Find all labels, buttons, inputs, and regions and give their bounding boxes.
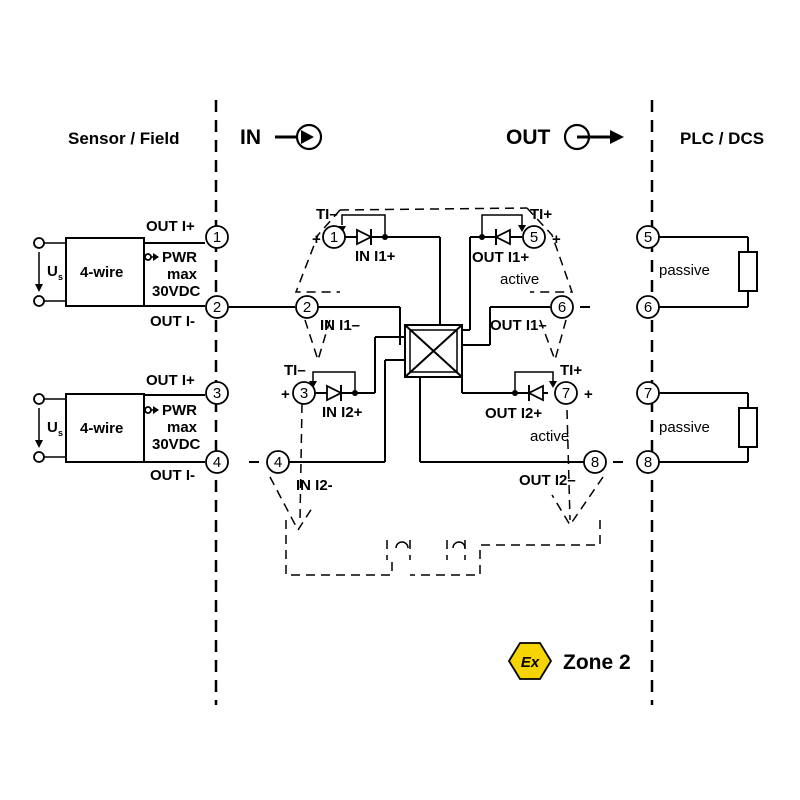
terminal-module-2: 2	[295, 295, 319, 319]
terminal-field-4: 4	[205, 450, 229, 474]
max-label-1: max	[167, 266, 198, 283]
header-plc-dcs: PLC / DCS	[680, 129, 764, 148]
in-i1-minus-label: IN I1–	[320, 317, 360, 334]
terminal-module-1: 1	[322, 225, 346, 249]
plus-label-5: +	[552, 231, 561, 248]
passive-label-1: passive	[659, 262, 710, 279]
terminal-field-3: 3	[205, 381, 229, 405]
ti-minus-label-2: TI–	[284, 362, 306, 379]
zone-label: Zone 2	[563, 651, 631, 674]
output-arrow-icon	[563, 123, 624, 151]
plc-load-1: passive	[659, 236, 758, 308]
header-out: OUT	[506, 126, 551, 149]
terminal-module-7: 7	[554, 381, 578, 405]
terminal-module-8: 8	[583, 450, 607, 474]
terminal-module-3: 3	[292, 381, 316, 405]
header-in: IN	[240, 126, 261, 149]
sensor-1-label: 4-wire	[80, 264, 123, 281]
plus-label-3: +	[281, 386, 290, 403]
active-label-1: active	[500, 271, 539, 288]
out-i-minus-label-2: OUT I-	[150, 467, 195, 484]
plc-load-2: passive	[659, 392, 758, 463]
diode-in-2	[309, 371, 358, 402]
field-sensor-1: 4-wire U s OUT I+ PWR max 30VDC OUT I-	[33, 218, 205, 330]
in-i2-minus-label: IN I2-	[296, 477, 333, 494]
out-i-plus-label-1: OUT I+	[146, 218, 195, 235]
svg-text:1: 1	[213, 229, 221, 246]
isolator-block	[404, 324, 463, 378]
sensor-2-label: 4-wire	[80, 420, 123, 437]
diode-out-2	[512, 371, 557, 402]
supply-subscript-2: s	[58, 428, 63, 438]
active-label-2: active	[530, 428, 569, 445]
terminal-plc-5: 5	[636, 225, 660, 249]
svg-text:4: 4	[213, 454, 221, 471]
svg-text:7: 7	[562, 385, 570, 402]
supply-symbol-2: U	[47, 419, 58, 436]
svg-text:5: 5	[644, 229, 652, 246]
out-i1-plus-label: OUT I1+	[472, 249, 529, 266]
ex-zone-icon: Ex	[507, 642, 553, 680]
supply-subscript-1: s	[58, 272, 63, 282]
terminal-module-6: 6	[550, 295, 574, 319]
module-housing-dashed	[269, 207, 604, 576]
voltage-label-2: 30VDC	[152, 436, 201, 453]
ti-plus-label-2: TI+	[560, 362, 582, 379]
diode-out-1	[479, 214, 526, 246]
svg-text:2: 2	[303, 299, 311, 316]
ex-symbol: Ex	[521, 654, 540, 671]
plus-label-1: +	[312, 231, 321, 248]
field-sensor-2: 4-wire U s OUT I+ PWR max 30VDC OUT I-	[33, 372, 205, 484]
svg-text:3: 3	[300, 385, 308, 402]
svg-text:6: 6	[558, 299, 566, 316]
terminal-plc-7: 7	[636, 381, 660, 405]
passive-label-2: passive	[659, 419, 710, 436]
voltage-label-1: 30VDC	[152, 283, 201, 300]
svg-text:7: 7	[644, 385, 652, 402]
in-i1-plus-label: IN I1+	[355, 248, 396, 265]
supply-symbol-1: U	[47, 263, 58, 280]
out-i1-minus-label: OUT I1–	[490, 317, 547, 334]
svg-text:2: 2	[213, 299, 221, 316]
pwr-label-1: PWR	[162, 249, 197, 266]
plus-label-7: +	[584, 386, 593, 403]
terminal-field-2: 2	[205, 295, 229, 319]
header-sensor-field: Sensor / Field	[68, 129, 179, 148]
svg-text:5: 5	[530, 229, 538, 246]
svg-text:4: 4	[274, 454, 282, 471]
ti-minus-label-1: TI–	[316, 206, 338, 223]
pwr-label-2: PWR	[162, 402, 197, 419]
terminal-plc-6: 6	[636, 295, 660, 319]
svg-text:6: 6	[644, 299, 652, 316]
svg-text:3: 3	[213, 385, 221, 402]
terminal-module-4: 4	[266, 450, 290, 474]
terminal-plc-8: 8	[636, 450, 660, 474]
out-i-plus-label-2: OUT I+	[146, 372, 195, 389]
svg-text:8: 8	[591, 454, 599, 471]
ti-plus-label-1: TI+	[530, 206, 552, 223]
out-i-minus-label-1: OUT I-	[150, 313, 195, 330]
max-label-2: max	[167, 419, 198, 436]
terminal-module-5: 5	[522, 225, 546, 249]
diode-in-1	[338, 214, 388, 246]
svg-text:8: 8	[644, 454, 652, 471]
in-i2-plus-label: IN I2+	[322, 404, 363, 421]
svg-text:1: 1	[330, 229, 338, 246]
out-i2-plus-label: OUT I2+	[485, 405, 542, 422]
out-i2-minus-label: OUT I2–	[519, 472, 576, 489]
input-arrow-icon	[275, 123, 323, 151]
terminal-field-1: 1	[205, 225, 229, 249]
